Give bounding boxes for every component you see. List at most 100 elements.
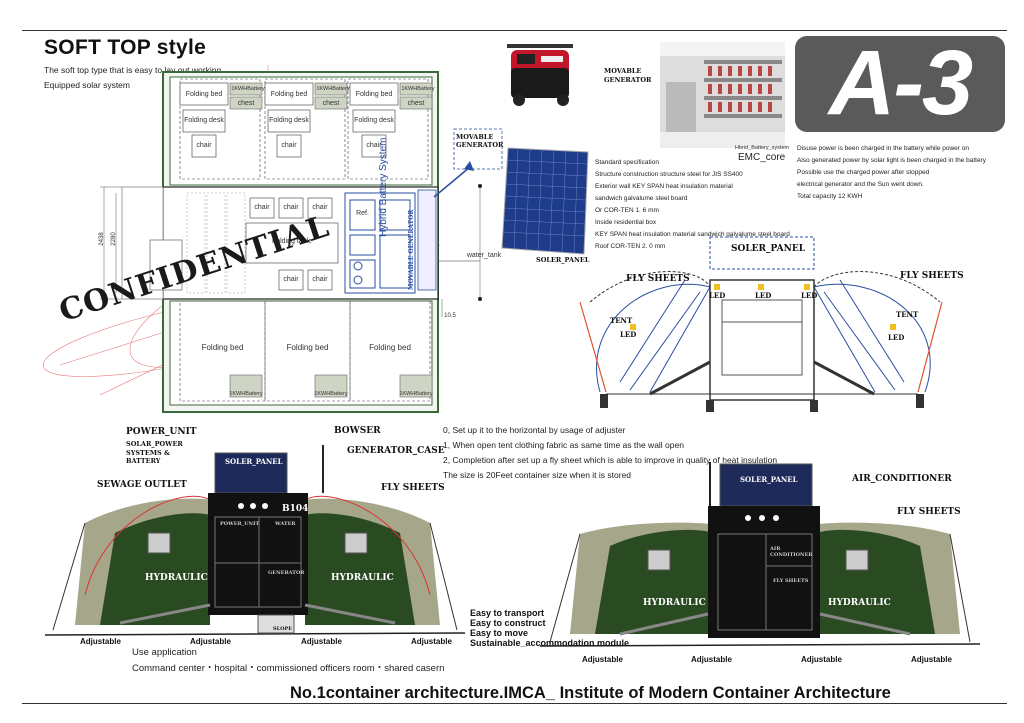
section-drawing bbox=[579, 236, 943, 412]
bottom-rule bbox=[22, 703, 1007, 704]
desk-label-3: Folding desk bbox=[354, 117, 394, 124]
spec-line: KEY SPAN heat insulation material sandwi… bbox=[595, 231, 790, 238]
footer-bold: No.1container architecture.IMCA_ bbox=[290, 684, 555, 702]
water-tank-label: water_tank bbox=[466, 252, 502, 259]
bed-label-bottom-2: Folding bed bbox=[286, 343, 329, 352]
folding-table-label: Folding table bbox=[271, 238, 313, 245]
unit-number-label: B104 bbox=[282, 504, 309, 514]
battery-note: Disuse power is been charged in the batt… bbox=[797, 145, 969, 152]
step-2: 2, Completion after set up a fly sheet w… bbox=[443, 455, 778, 465]
battery-notes: Disuse power is been charged in the batt… bbox=[797, 143, 986, 203]
chest-2: chest bbox=[322, 100, 340, 107]
chest-1: chest bbox=[237, 100, 255, 107]
left-elevation bbox=[45, 445, 465, 636]
adjustable-8: Adjustable bbox=[911, 655, 952, 664]
hydraulic-left-2: HYDRAULIC bbox=[331, 573, 394, 583]
adjustable-7: Adjustable bbox=[801, 655, 842, 664]
adjustable-2: Adjustable bbox=[190, 637, 231, 646]
battery-top-2: 1KWHBattery bbox=[316, 86, 350, 92]
spec-line: Exterior wall KEY SPAN heat insulation m… bbox=[595, 183, 733, 190]
badge-text: A-3 bbox=[828, 32, 973, 134]
battery-bottom-2: 1KWHBattery bbox=[314, 391, 348, 397]
chair-mid-3: chair bbox=[312, 204, 328, 211]
generator-photo bbox=[507, 44, 573, 106]
section-fly-left: FLY SHEETS bbox=[626, 274, 690, 284]
bed-label-top-1: Folding bed bbox=[185, 91, 223, 98]
footer: No.1container architecture.IMCA_ Institu… bbox=[290, 684, 891, 703]
right-fly-sheets-label: FLY SHEETS bbox=[897, 507, 961, 517]
left-solar-panel-label: SOLER_PANEL bbox=[225, 457, 283, 466]
chair-mid-1: chair bbox=[254, 204, 270, 211]
adjustable-6: Adjustable bbox=[691, 655, 732, 664]
adjustable-5: Adjustable bbox=[582, 655, 623, 664]
chair-top-1: chair bbox=[196, 142, 212, 149]
use-heading: Use application bbox=[132, 647, 197, 658]
page-title: SOFT TOP style bbox=[44, 36, 207, 59]
battery-top-1: 1KWHBattery bbox=[231, 86, 265, 92]
door-power-unit: POWER_UNIT bbox=[220, 521, 260, 527]
chair-mid-5: chair bbox=[312, 276, 328, 283]
spec-line: Inside residential box bbox=[595, 219, 657, 226]
ref-label: Ref. bbox=[356, 210, 369, 217]
led-label-right: LED bbox=[888, 333, 905, 342]
bed-label-top-2: Folding bed bbox=[270, 91, 308, 98]
movable-generator-photo-label: MOVABLE GENERATOR bbox=[604, 67, 652, 84]
feature-list: Easy to transport Easy to construct Easy… bbox=[470, 608, 629, 648]
spec-list: Standard specification Structure constru… bbox=[595, 157, 790, 253]
spec-line: Roof COR-TEN 2. 0 mm bbox=[595, 243, 666, 250]
door-fly-sheets: FLY SHEETS bbox=[773, 578, 809, 584]
door-generator: GENERATOR bbox=[268, 570, 305, 576]
bed-label-top-3: Folding bed bbox=[355, 91, 393, 98]
dim-10-5: 10.5 bbox=[444, 313, 456, 319]
slope-label: SLOPE bbox=[273, 626, 293, 632]
hydraulic-right-1: HYDRAULIC bbox=[643, 598, 706, 608]
battery-room-photo bbox=[660, 42, 785, 148]
solar-panel-image bbox=[501, 147, 589, 255]
adjustable-3: Adjustable bbox=[301, 637, 342, 646]
solar-panel-caption: SOLER_PANEL bbox=[536, 256, 590, 264]
step-0: 0, Set up it to the horizontal by usage … bbox=[443, 425, 626, 435]
spec-line: Or COR-TEN 1. 6 mm bbox=[595, 207, 659, 214]
power-unit-label: POWER_UNIT bbox=[126, 427, 197, 437]
tent-label-left: TENT bbox=[610, 316, 633, 325]
badge-a3 bbox=[795, 36, 1005, 132]
adjustable-4: Adjustable bbox=[411, 637, 452, 646]
setup-steps: 0, Set up it to the horizontal by usage … bbox=[443, 423, 777, 483]
footer-rest: Institute of Modern Container Architectu… bbox=[554, 684, 891, 702]
battery-note: electrical generator and the Sun went do… bbox=[797, 181, 924, 188]
top-rule bbox=[22, 30, 1007, 31]
chair-mid-2: chair bbox=[283, 204, 299, 211]
battery-note: Also generated power by solar light is b… bbox=[797, 157, 986, 164]
battery-note: Possible use the charged power after sto… bbox=[797, 169, 930, 176]
bed-label-bottom-3: Folding bed bbox=[369, 343, 411, 352]
spec-line: Standard specification bbox=[595, 159, 659, 166]
battery-note: Total capacity 12 KWH bbox=[797, 193, 863, 200]
hydraulic-right-2: HYDRAULIC bbox=[828, 598, 891, 608]
systems-battery-label: SYSTEMS & BATTERY bbox=[126, 449, 170, 465]
hybrid-battery-caption: Hbrid_Battery_system bbox=[735, 145, 790, 151]
adjustable-1: Adjustable bbox=[80, 637, 121, 646]
tent-label-right: TENT bbox=[896, 310, 919, 319]
led-label-2: LED bbox=[755, 291, 772, 300]
feature-item: Sustainable_accommodation module bbox=[470, 638, 630, 648]
door-water: WATER bbox=[275, 521, 296, 527]
chest-3: chest bbox=[407, 100, 425, 107]
emc-core-caption: EMC_core bbox=[738, 152, 786, 163]
left-fly-sheets-label: FLY SHEETS bbox=[381, 483, 445, 493]
hybrid-battery-vertical: Hybrid Battery System bbox=[378, 137, 389, 237]
led-label-left: LED bbox=[620, 330, 637, 339]
right-solar-panel-label: SOLER_PANEL bbox=[740, 475, 798, 484]
door-air-conditioner: AIR CONDITIONER bbox=[770, 546, 813, 558]
step-1: 1, When open tent clothing fabric as sam… bbox=[443, 440, 684, 450]
section-solar-label: SOLER_PANEL bbox=[731, 244, 806, 254]
sewage-outlet-label: SEWAGE OUTLET bbox=[97, 480, 187, 490]
led-label-3: LED bbox=[801, 291, 818, 300]
chair-top-2: chair bbox=[281, 142, 297, 149]
movable-generator-box-label: MOVABLE GENERATOR bbox=[456, 133, 504, 149]
bed-label-bottom-1: Folding bed bbox=[201, 343, 244, 352]
step-size: The size is 20Feet container size when i… bbox=[443, 470, 632, 480]
solar-power-label: SOLAR_POWER bbox=[126, 440, 183, 448]
spec-line: Structure construction structure steel f… bbox=[595, 171, 743, 178]
dim-2280: 2280 bbox=[111, 232, 117, 246]
dim-2438: 2438 bbox=[99, 232, 105, 246]
